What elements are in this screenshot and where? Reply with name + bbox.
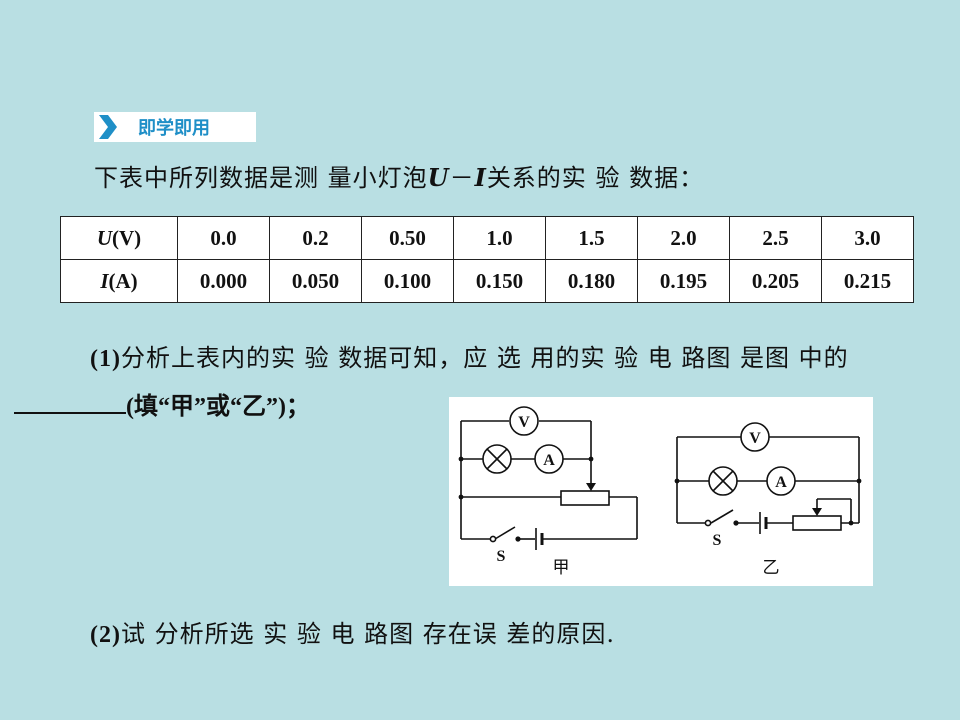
question-1-blank-suffix: (填“甲”或“乙”)； [126,394,310,420]
intro-text: 下表中所列数据是测 量小灯泡U－I关系的实 验 数据： [94,163,705,192]
row-header-voltage: U(V) [60,216,178,260]
table-row-voltage: U(V) 0.0 0.2 0.50 1.0 1.5 2.0 2.5 3.0 [60,216,914,260]
circuit-right [676,422,860,531]
table-cell: 1.0 [453,216,546,260]
table-cell: 0.180 [545,259,638,303]
meter-v-left-label: V [518,414,530,431]
table-cell: 0.000 [177,259,270,303]
table-cell: 0.2 [269,216,362,260]
circuit-figure: V A S 甲 V A S 乙 [449,397,873,586]
circuit-left [460,406,638,543]
table-cell: 0.150 [453,259,546,303]
table-cell: 0.0 [177,216,270,260]
table-cell: 0.195 [637,259,730,303]
question-1-answer-line: (填“甲”或“乙”)； [14,386,310,421]
table-cell: 3.0 [821,216,914,260]
table-cell: 0.050 [269,259,362,303]
question-2-text: 试 分析所选 实 验 电 路图 存在误 差的原因. [120,620,616,648]
table-row-current: I(A) 0.000 0.050 0.100 0.150 0.180 0.195… [60,259,914,303]
meter-a-right-label: A [775,474,787,491]
question-1: (1)分析上表内的实 验 数据可知，应 选 用的实 验 电 路图 是图 中的 [90,338,849,373]
meter-a-left-label: A [543,452,555,469]
table-cell: 0.215 [821,259,914,303]
section-badge-label: 即学即用 [120,112,256,142]
table-cell: 2.0 [637,216,730,260]
table-cell: 0.100 [361,259,454,303]
table-cell: 1.5 [545,216,638,260]
question-2-number: (2) [90,622,121,648]
meter-v-right-label: V [749,430,761,447]
caption-right: 乙 [763,558,780,578]
caption-left: 甲 [553,558,570,578]
chevron-right-icon [94,112,120,142]
answer-blank[interactable] [14,392,126,414]
question-1-number: (1) [90,346,121,372]
section-badge: 即学即用 [94,112,256,142]
switch-left-label: S [497,548,506,565]
table-cell: 0.205 [729,259,822,303]
table-cell: 0.50 [361,216,454,260]
data-table: U(V) 0.0 0.2 0.50 1.0 1.5 2.0 2.5 3.0 I(… [60,216,914,303]
question-1-text: 分析上表内的实 验 数据可知，应 选 用的实 验 电 路图 是图 中的 [120,344,849,372]
switch-right-label: S [713,532,722,549]
table-cell: 2.5 [729,216,822,260]
row-header-current: I(A) [60,259,178,303]
question-2: (2)试 分析所选 实 验 电 路图 存在误 差的原因. [90,614,615,649]
